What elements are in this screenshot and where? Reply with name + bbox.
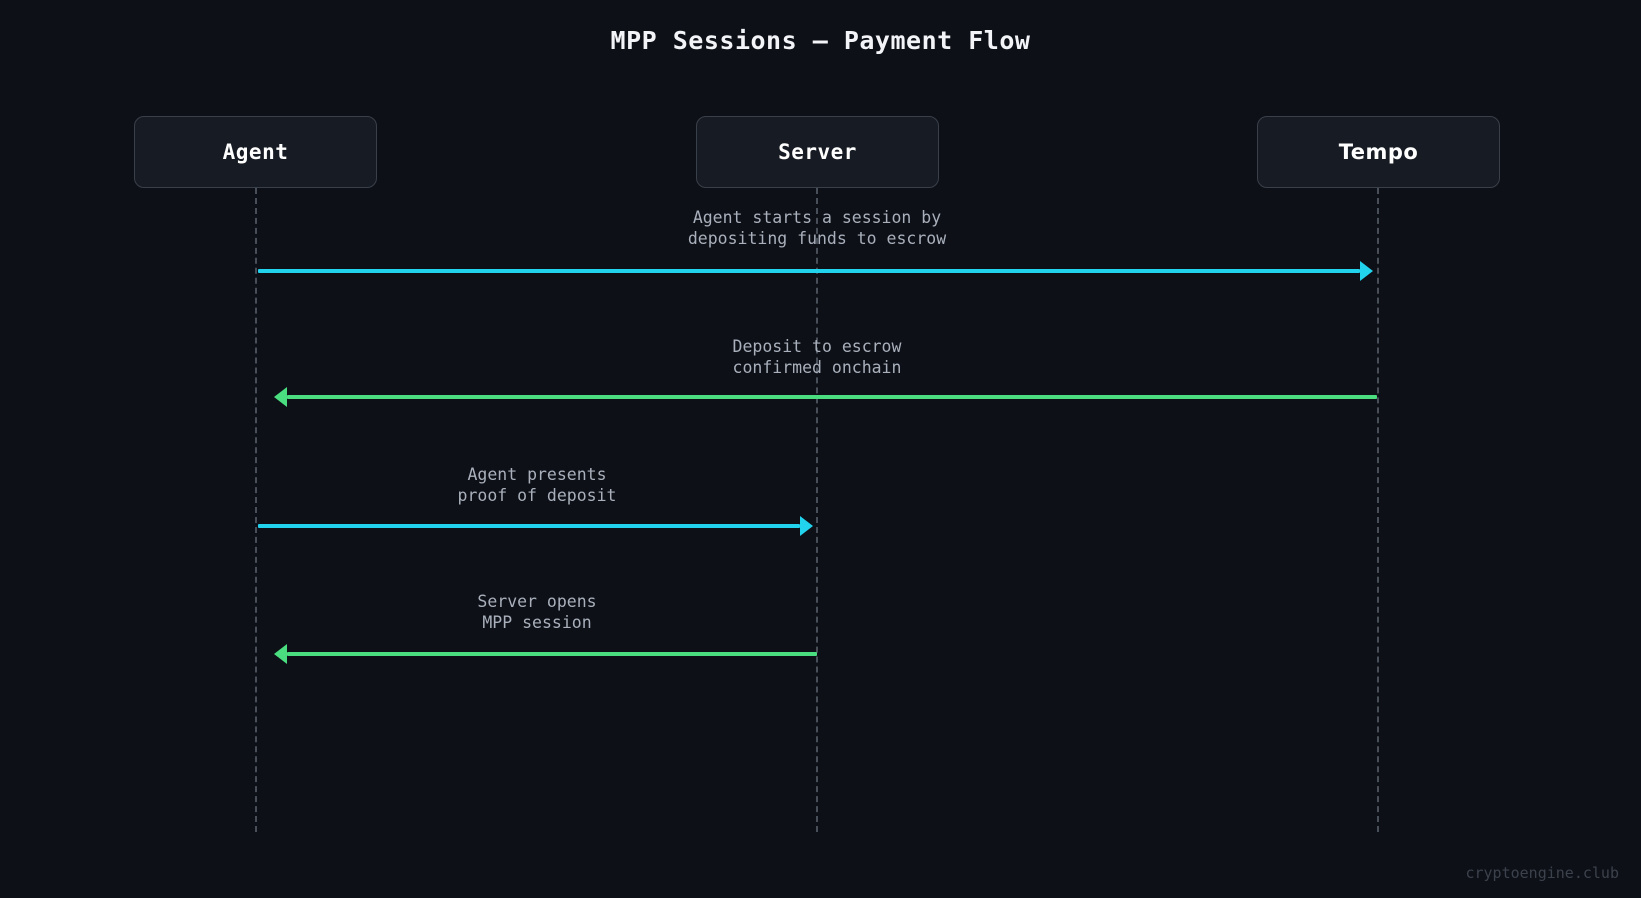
message-label-m2: Deposit to escrow confirmed onchain	[732, 337, 902, 377]
message-label-m3: Agent presents proof of deposit	[457, 465, 617, 505]
page-title: MPP Sessions — Payment Flow	[610, 26, 1031, 55]
message-line-m1	[258, 269, 1360, 273]
lifeline-agent	[255, 188, 257, 832]
participant-label-server: Server	[778, 140, 857, 164]
participant-label-agent: Agent	[222, 140, 289, 164]
message-arrowhead-m2	[274, 387, 287, 407]
message-arrowhead-m4	[274, 644, 287, 664]
message-line-m3	[258, 524, 800, 528]
message-label-m4: Server opens MPP session	[477, 592, 597, 632]
participant-label-tempo: Tempo	[1338, 140, 1419, 164]
watermark: cryptoengine.club	[1465, 864, 1619, 882]
message-arrowhead-m1	[1360, 261, 1373, 281]
participant-box-tempo[interactable]: Tempo	[1257, 116, 1500, 188]
participant-box-agent[interactable]: Agent	[134, 116, 377, 188]
message-line-m4	[287, 652, 817, 656]
lifeline-server	[816, 188, 818, 832]
message-label-m1: Agent starts a session by depositing fun…	[687, 208, 947, 248]
participant-box-server[interactable]: Server	[696, 116, 939, 188]
lifeline-tempo	[1377, 188, 1379, 832]
message-arrowhead-m3	[800, 516, 813, 536]
message-line-m2	[287, 395, 1377, 399]
